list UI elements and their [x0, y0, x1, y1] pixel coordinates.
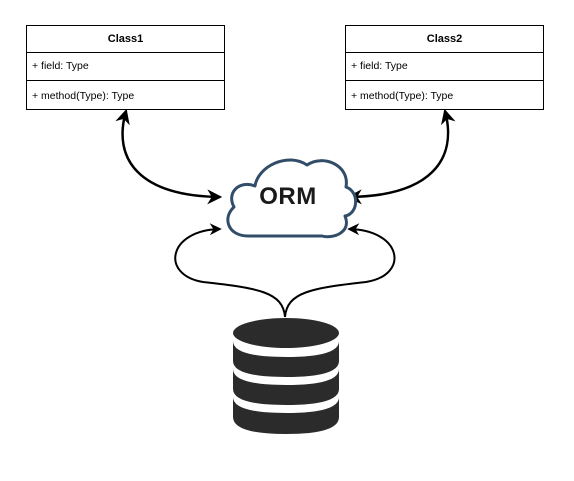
class-field: + field: Type	[27, 53, 224, 81]
connector-db-orm-right	[284, 223, 396, 318]
class-title: Class2	[346, 26, 543, 53]
class-title: Class1	[27, 26, 224, 53]
class-box-class1: Class1 + field: Type + method(Type): Typ…	[26, 25, 225, 110]
class-method: + method(Type): Type	[32, 90, 135, 102]
orm-cloud-shape	[226, 158, 358, 239]
connector-class2-orm	[346, 108, 456, 205]
connector-db-orm-left	[174, 223, 286, 318]
database-icon	[233, 318, 339, 434]
connector-class1-orm	[115, 108, 223, 205]
class-box-class2: Class2 + field: Type + method(Type): Typ…	[345, 25, 544, 110]
orm-label: ORM	[259, 183, 317, 210]
class-field: + field: Type	[346, 53, 543, 81]
class-method: + method(Type): Type	[351, 90, 454, 102]
